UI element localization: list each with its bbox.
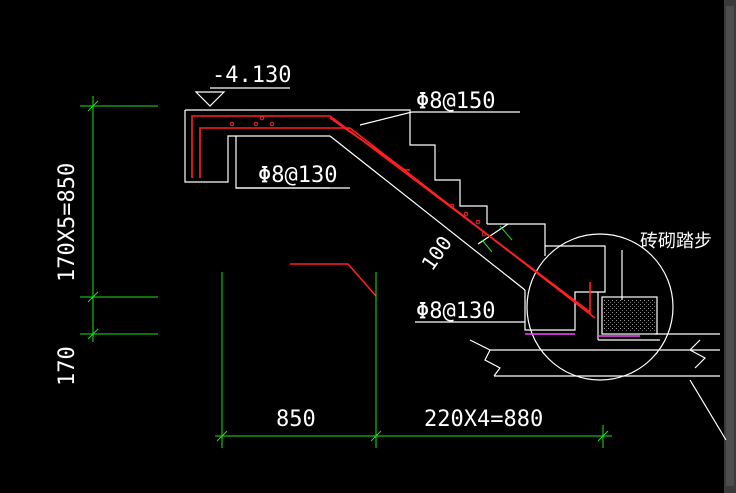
horizontal-dim-left-text: 850	[276, 407, 316, 432]
brick-hatch	[604, 299, 655, 332]
elevation-marker	[194, 91, 226, 107]
section-diagonal	[689, 379, 727, 441]
stair-step-last	[487, 223, 546, 256]
ground-break-left	[469, 339, 501, 377]
rebar-loose	[290, 263, 377, 297]
vertical-dim-main-text: 170X5=850	[55, 163, 80, 282]
landing-beam-outline	[184, 110, 330, 183]
lower-beam-outline	[524, 245, 606, 331]
soffit-line	[329, 135, 526, 291]
rebar-main-top	[191, 115, 591, 314]
rebar-upper-extra	[329, 117, 410, 171]
dimension-lines	[80, 96, 612, 448]
rebar-bottom-label: Φ8@130	[416, 299, 495, 324]
elevation-label: -4.130	[212, 63, 291, 88]
thickness-label: 100	[416, 232, 456, 275]
rebar-main-bottom	[199, 127, 596, 319]
stair-steps-upper	[370, 109, 488, 224]
detail-circle	[526, 233, 674, 381]
rebar-lines	[191, 115, 596, 319]
brick-step-label: 砖砌踏步	[640, 231, 712, 252]
stair-outline	[184, 87, 727, 441]
magenta-marks	[525, 333, 640, 337]
rebar-dots	[229, 115, 487, 237]
vertical-dim-bottom-text: 170	[55, 346, 80, 386]
horizontal-dim-right-text: 220X4=880	[424, 407, 543, 432]
rebar-mid-label: Φ8@130	[258, 163, 337, 188]
ground-break-right	[689, 339, 706, 369]
scrollbar-thumb[interactable]	[726, 6, 734, 486]
leader-rebar-top	[359, 111, 520, 126]
rebar-top-label: Φ8@150	[416, 89, 495, 114]
